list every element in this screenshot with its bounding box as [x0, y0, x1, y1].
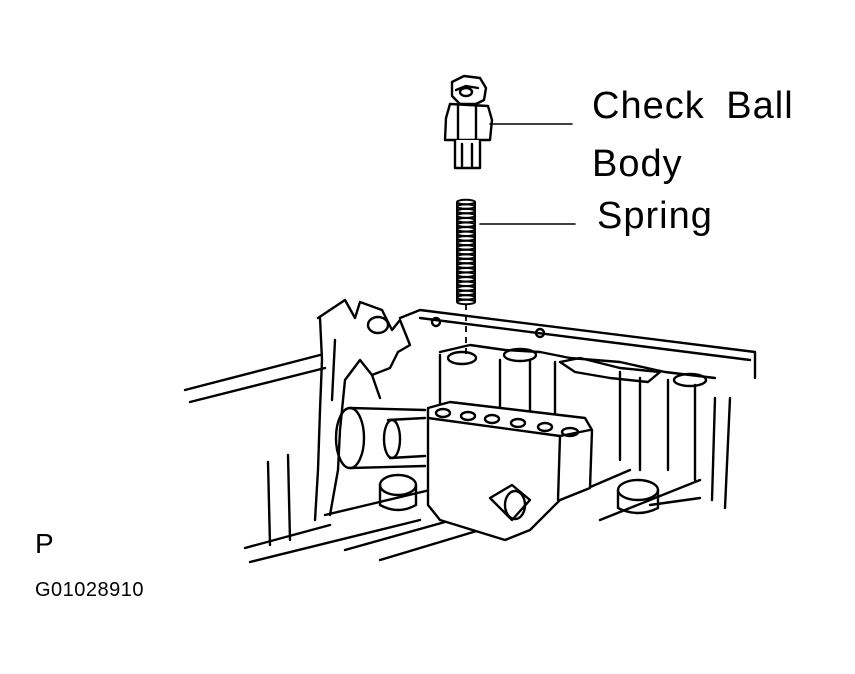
check-ball-body-label-line1: Check Ball: [592, 85, 794, 127]
view-letter: P: [35, 528, 54, 559]
front-valve-block: [426, 400, 594, 542]
spring-label: Spring: [597, 195, 713, 237]
figure-code: G01028910: [35, 579, 145, 601]
side-cylinder: [334, 406, 427, 470]
lever-bracket: [313, 298, 412, 522]
spring-coil: [456, 298, 476, 306]
leader-lines: [479, 123, 576, 225]
bolt-heads: [378, 473, 660, 515]
spring-part: [456, 198, 476, 306]
check-ball-body-part: [443, 74, 494, 170]
rear-block: [438, 343, 717, 482]
housing-plate: [183, 308, 757, 564]
check-ball-body-label-line2: Body: [592, 143, 683, 185]
